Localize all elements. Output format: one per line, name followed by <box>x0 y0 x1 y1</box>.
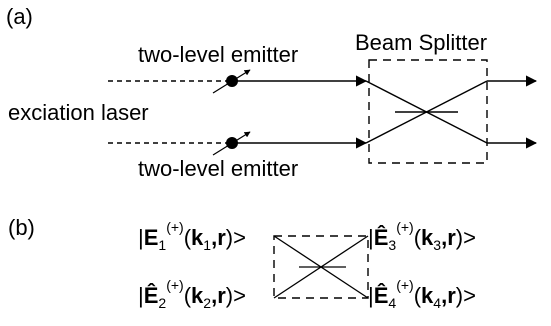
emitter-arrow-bottom <box>212 131 251 156</box>
panel-b-label: (b) <box>8 215 35 240</box>
field-e4: |Ê4(+)(k4,r)> <box>368 277 476 311</box>
field-e2: |Ê2(+)(k2,r)> <box>138 277 246 311</box>
small-splitter-box <box>273 235 369 299</box>
beam-splitter-label: Beam Splitter <box>355 30 487 55</box>
beam-splitter-box <box>368 59 488 164</box>
emitter-bottom-label: two-level emitter <box>138 156 298 181</box>
field-e1: |E1(+)(k1,r)> <box>138 219 246 253</box>
emitter-arrow-top <box>212 69 251 94</box>
emitter-top-label: two-level emitter <box>138 42 298 67</box>
panel-a-label: (a) <box>6 4 33 29</box>
field-e3: |Ê3(+)(k3,r)> <box>368 219 476 253</box>
laser-label: exciation laser <box>8 100 149 125</box>
